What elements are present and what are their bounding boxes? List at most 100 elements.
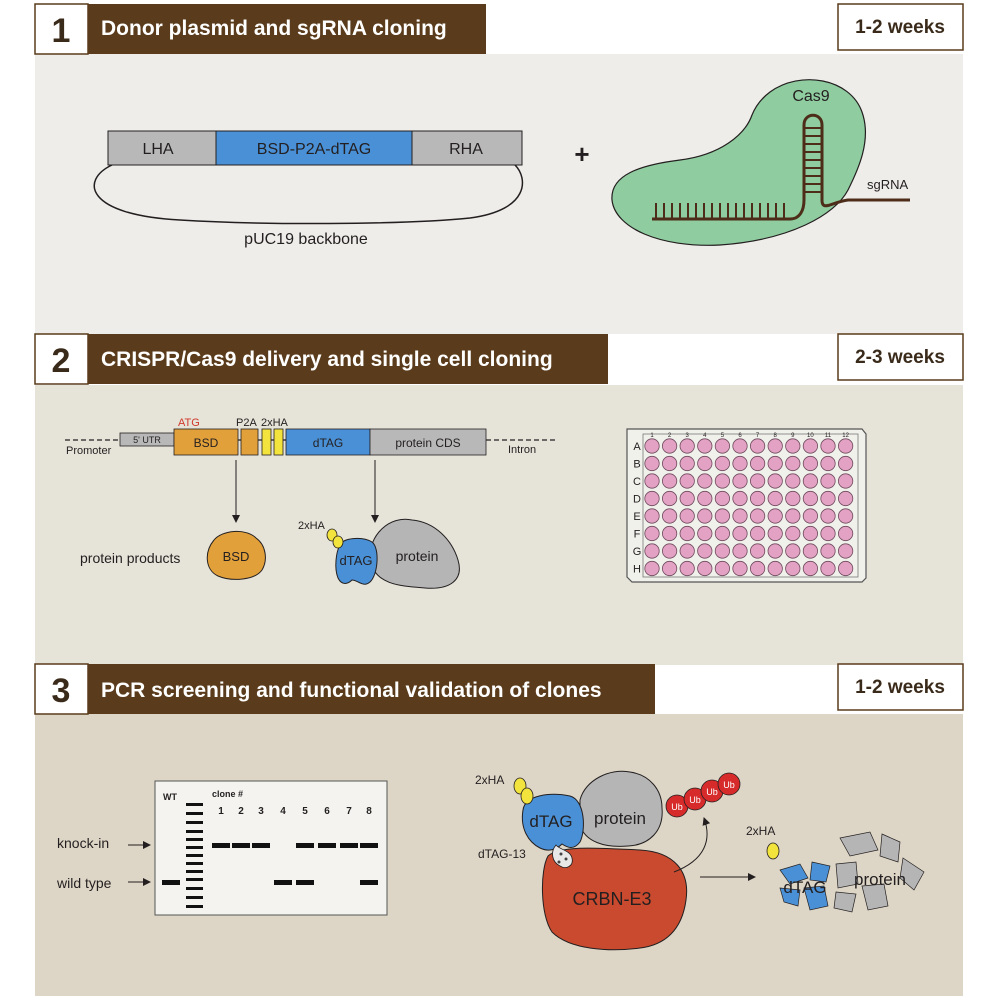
lane-label: 1 [218, 806, 224, 817]
step-1-header: 1 Donor plasmid and sgRNA cloning 1-2 we… [34, 3, 964, 55]
ladder-band [186, 846, 203, 849]
target-protein-shape [579, 770, 663, 847]
well [679, 525, 695, 542]
well [820, 473, 836, 489]
well [732, 543, 748, 559]
well [697, 438, 713, 454]
ladder-band [186, 812, 203, 815]
plate-row-label: D [633, 494, 641, 506]
step-title-bar [88, 4, 486, 54]
well [749, 543, 766, 559]
dna-ladder [186, 803, 203, 908]
well [802, 490, 819, 507]
well [820, 508, 836, 524]
duration-box [837, 333, 964, 381]
plate-column-label: 12 [842, 433, 849, 439]
gel-band [252, 843, 270, 848]
well [749, 438, 766, 454]
lane-label: 6 [324, 806, 330, 817]
gel-band [360, 843, 378, 848]
plate-column-label: 3 [686, 433, 690, 439]
well [697, 543, 713, 559]
well [661, 543, 678, 559]
crbn-e3-shape [541, 847, 688, 951]
dtag-label: dTAG [313, 436, 343, 450]
ha-label: 2xHA [475, 773, 504, 787]
gel-band [212, 843, 230, 848]
wildtype-label: wild type [56, 875, 112, 891]
lane-label: 5 [302, 806, 308, 817]
bsd-segment [173, 428, 239, 456]
well [749, 490, 766, 507]
well [714, 508, 731, 524]
gel-band [274, 880, 292, 885]
backbone-label: pUC19 backbone [244, 231, 368, 248]
well [714, 473, 731, 489]
well [837, 455, 854, 472]
dtag-protein [335, 537, 378, 585]
plus-sign: + [574, 139, 589, 169]
degradation-complex: CRBN-E3 protein dTAG 2xHA dTAG-13 Ub Ub … [475, 770, 756, 951]
ladder-band [186, 878, 203, 881]
well [767, 560, 783, 577]
well [644, 525, 660, 542]
duration-box [837, 3, 964, 51]
plate-inner-rim [642, 433, 859, 578]
ha-tag-label: 2xHA [298, 520, 326, 532]
step-number-box [34, 663, 89, 715]
dtag-fragment [779, 887, 801, 907]
dtag-fragment [809, 861, 831, 883]
cas9-label: Cas9 [792, 88, 829, 105]
step-2-header: 2 CRISPR/Cas9 delivery and single cell c… [34, 333, 964, 385]
ha-label: 2xHA [261, 417, 289, 429]
cassette-segment [215, 130, 413, 166]
ubiquitin [717, 772, 741, 796]
well [732, 455, 748, 472]
well [732, 473, 748, 489]
well [714, 438, 731, 454]
plate-column-label: 5 [721, 433, 725, 439]
lane-label: 7 [346, 806, 352, 817]
dtag-fragment [803, 885, 829, 911]
sgrna-label: sgRNA [867, 177, 909, 192]
plate-column-label: 4 [703, 433, 707, 439]
well [732, 490, 748, 507]
well [802, 473, 819, 489]
dtag13-molecule [552, 844, 573, 868]
well [697, 525, 713, 542]
degraded-products: 2xHA dTAG protein [746, 824, 925, 913]
ha-segment-1 [261, 428, 272, 456]
crbn-label: CRBN-E3 [572, 889, 651, 909]
well [749, 525, 766, 542]
well [749, 508, 766, 524]
plate-row-label: F [634, 529, 641, 541]
sgrna-strand [652, 113, 910, 221]
rha-label: RHA [449, 141, 483, 158]
ladder-band [186, 838, 203, 841]
gel-band [340, 843, 358, 848]
well [767, 490, 783, 507]
cas9-sgrna-complex: Cas9 sgRNA [611, 79, 910, 246]
cassette-label: BSD-P2A-dTAG [257, 141, 371, 158]
well [785, 490, 801, 507]
gel-band [318, 843, 336, 848]
ladder-band [186, 870, 203, 873]
well [644, 455, 660, 472]
well [714, 490, 731, 507]
molecule-dot [557, 860, 561, 864]
ub-label: Ub [689, 795, 701, 805]
well [785, 438, 801, 454]
protein-fragment [899, 857, 925, 891]
promoter-label: Promoter [66, 445, 112, 457]
step-number: 1 [52, 12, 71, 50]
fusion-protein-shape [369, 518, 460, 589]
ha-fragment-label: 2xHA [746, 824, 775, 838]
ha-tag-fragment [766, 842, 780, 860]
well [749, 455, 766, 472]
well [714, 560, 731, 577]
gel-band [296, 843, 314, 848]
plate-column-label: 11 [825, 433, 832, 439]
